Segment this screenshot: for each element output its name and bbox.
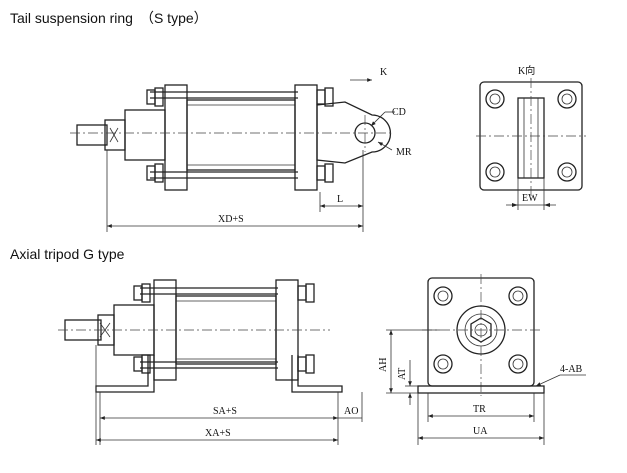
label-k-arrow: K [380, 67, 388, 78]
label-ua: UA [473, 426, 488, 437]
tail-ring [316, 101, 392, 164]
label-ew: EW [522, 193, 538, 204]
label-tr: TR [473, 404, 486, 415]
s-type-k-view: K向 EW [476, 64, 586, 210]
rear-flange [294, 84, 318, 191]
label-k-view: K向 [518, 64, 535, 77]
cylinder-barrel [186, 99, 296, 171]
piston-rod [76, 124, 108, 146]
label-ao: AO [344, 406, 358, 417]
front-flange [164, 84, 188, 191]
label-l: L [337, 194, 343, 205]
rod-gland [104, 119, 126, 151]
s-type-side-view: K CD MR L XD+S [70, 67, 412, 232]
label-xa: XA+S [205, 428, 231, 439]
end-view-foot [417, 385, 545, 394]
label-ah: AH [378, 358, 389, 372]
label-ab: 4-AB [560, 364, 583, 375]
g-type-side-view: SA+S AO XA+S [58, 279, 363, 445]
g-type-end-view: AH AT 4-AB TR UA [378, 274, 586, 445]
label-xd: XD+S [218, 214, 244, 225]
section-title-tail-suspension: Tail suspension ring （S type） [10, 10, 208, 26]
front-boss [124, 109, 166, 161]
label-mr: MR [396, 147, 412, 158]
label-at: AT [397, 368, 408, 380]
section-title-axial-tripod: Axial tripod G type [10, 246, 125, 262]
label-sa: SA+S [213, 406, 237, 417]
rear-foot [291, 355, 343, 393]
label-cd: CD [392, 107, 406, 118]
